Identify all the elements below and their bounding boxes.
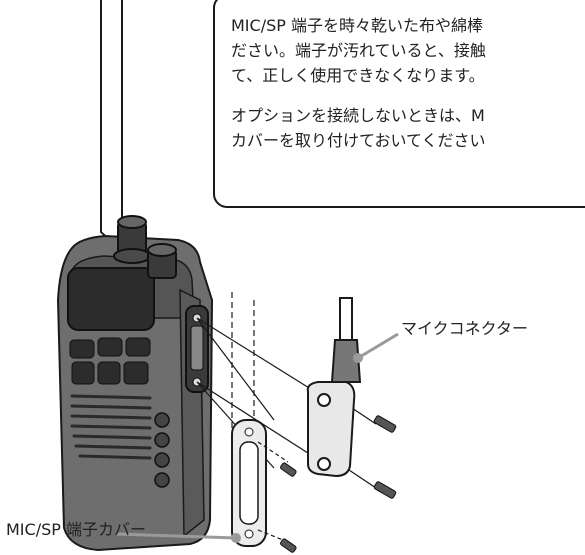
radio-display <box>67 267 155 331</box>
terminal-cover <box>231 419 267 547</box>
speaker-grille <box>70 394 152 460</box>
mic-sp-port <box>185 305 209 393</box>
notice-paragraph-cover: オプションを接続しないときは、M カバーを取り付けておいてください <box>231 103 585 153</box>
notice-line: て、正しく使用できなくなります。 <box>231 66 485 85</box>
mic-connector-label: マイクコネクター <box>401 319 529 338</box>
mic-screw-lower <box>373 481 397 499</box>
volume-knob <box>113 215 151 264</box>
cleaning-notice-box: MIC/SP 端子を時々乾いた布や綿棒 ださい。端子が汚れていると、接触 て、正… <box>213 0 585 208</box>
notice-line: カバーを取り付けておいてください <box>231 131 486 150</box>
notice-paragraph-cleaning: MIC/SP 端子を時々乾いた布や綿棒 ださい。端子が汚れていると、接触 て、正… <box>231 13 585 88</box>
notice-line: オプションを接続しないときは、M <box>231 106 485 125</box>
notice-line: ださい。端子が汚れていると、接触 <box>231 41 486 60</box>
radio-keypad <box>69 337 151 385</box>
handheld-radio <box>56 234 214 552</box>
mic-screw-upper <box>373 415 397 433</box>
cover-screw-upper <box>257 441 297 477</box>
terminal-cover-label: MIC/SP 端子カバー <box>6 520 146 539</box>
dashed-guide-lines <box>231 292 255 440</box>
cover-screw-lower <box>257 529 297 553</box>
leader-terminal-cover <box>115 532 241 543</box>
side-buttons <box>154 412 170 488</box>
notice-line: MIC/SP 端子を時々乾いた布や綿棒 <box>231 16 483 35</box>
channel-knob <box>147 243 177 279</box>
radio-antenna <box>100 0 123 239</box>
mic-connector <box>306 297 362 478</box>
leader-mic-connector <box>353 332 399 363</box>
